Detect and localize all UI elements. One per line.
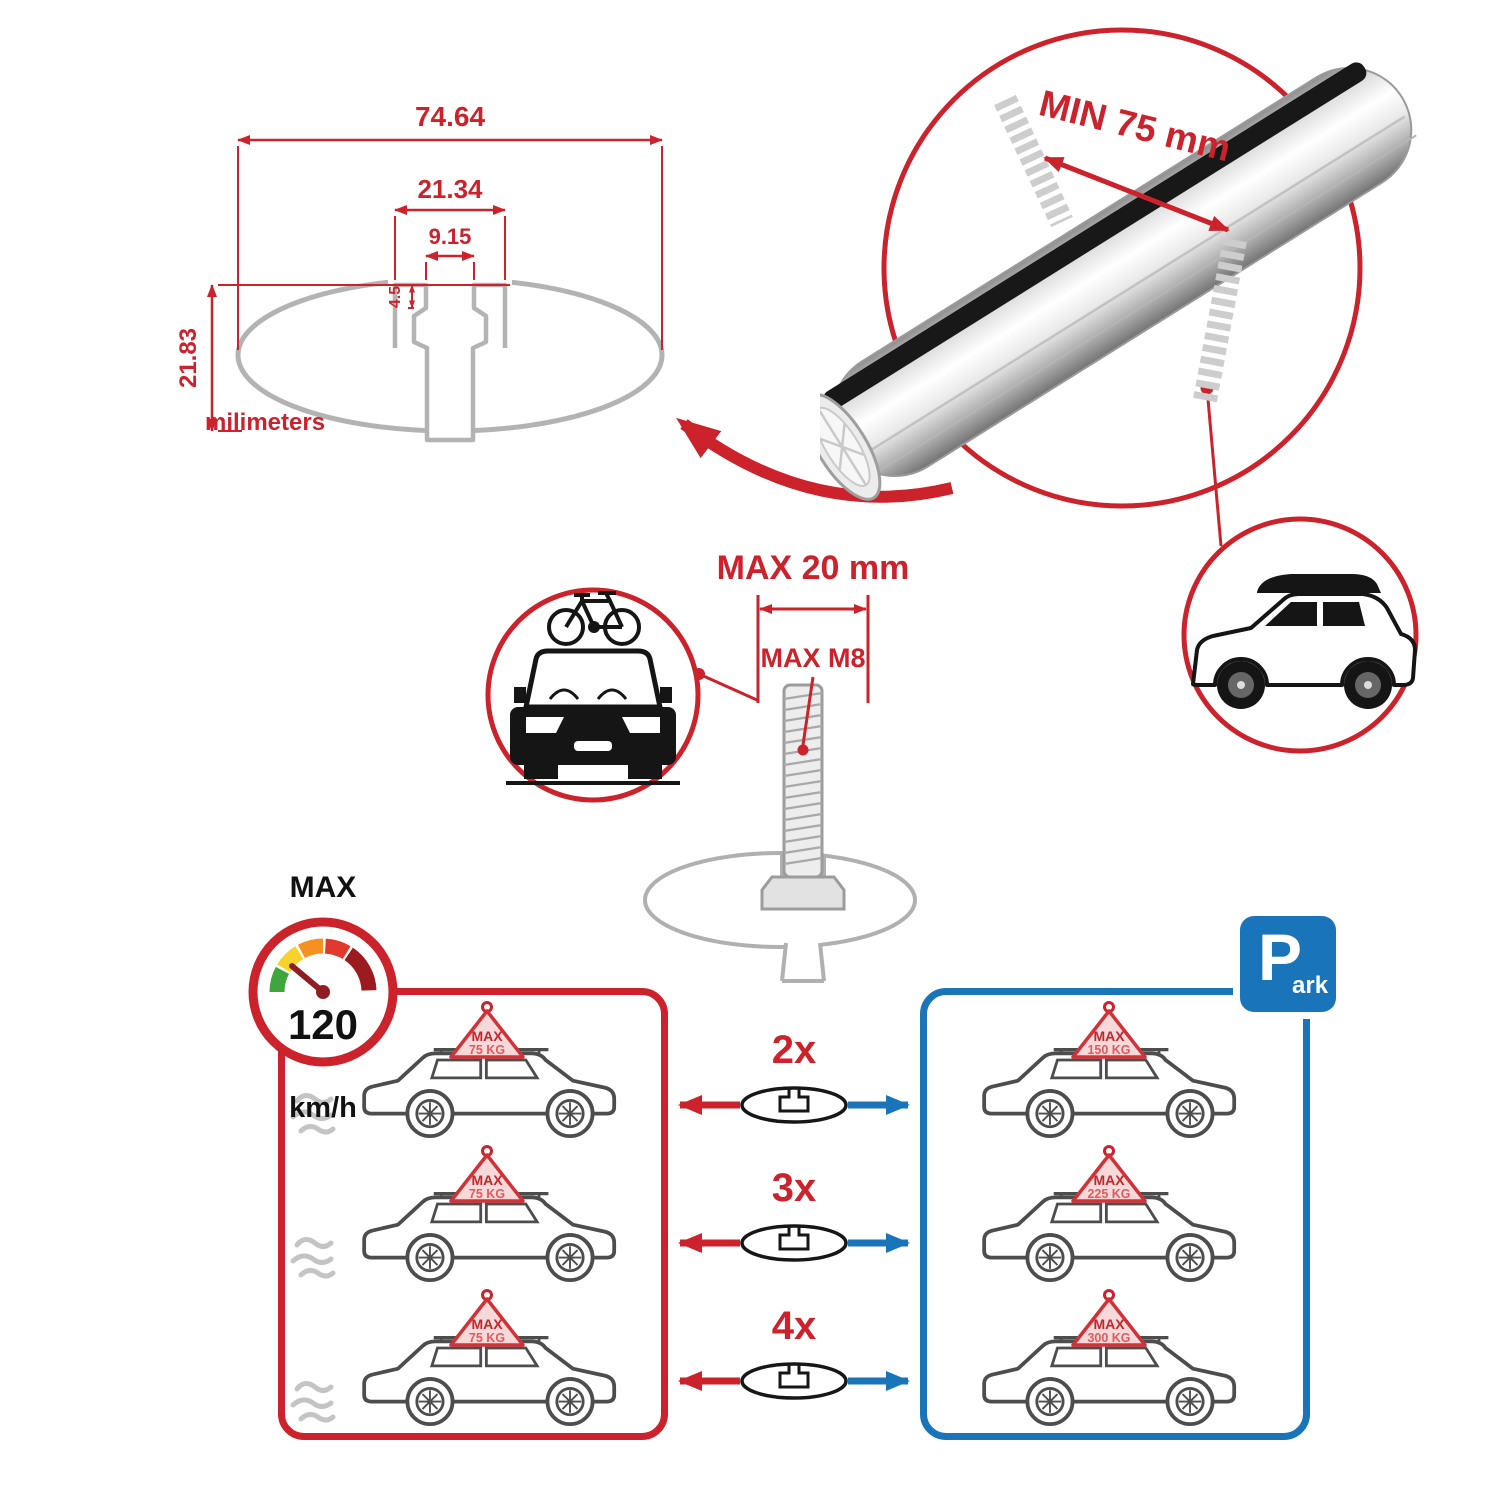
park-sign-letter: P [1258, 920, 1303, 994]
cross-section-diagram: 74.64 21.34 9.15 4.5 21.83 milimeters [175, 101, 665, 443]
crossbar-section-icon [740, 1086, 848, 1124]
bolt-dimension-lines [756, 595, 870, 703]
dimension-lines [207, 135, 663, 432]
bar-count-label: 3x [772, 1166, 817, 1210]
dim-height-label: 21.83 [175, 328, 202, 388]
detail-circle-outline [881, 27, 1363, 509]
smoke-lines-icon [293, 1383, 333, 1420]
car-front-icon [506, 648, 680, 785]
tag-max-label: MAX [471, 1316, 503, 1332]
tag-weight-label: 75 KG [469, 1331, 505, 1345]
driving-car-row: MAX 75 KG [287, 1288, 617, 1427]
bar-count-label: 4x [772, 1304, 817, 1348]
clamp-strap-front-icon [1193, 237, 1247, 403]
tag-max-label: MAX [1093, 1316, 1125, 1332]
suv-roofbox-circle [1181, 516, 1419, 754]
parked-car-row: MAX 300 KG [982, 1288, 1237, 1427]
smoke-lines-icon [293, 1239, 333, 1276]
crossbar-count-column: 2x 3x 4x [678, 1028, 910, 1400]
suv-side-icon [982, 1335, 1237, 1427]
suv-side-icon [982, 1191, 1237, 1283]
bolt-max-width-label: MAX 20 mm [717, 549, 910, 587]
tag-max-label: MAX [1093, 1028, 1125, 1044]
bicycle-icon [547, 591, 641, 646]
suv-side-icon [362, 1191, 617, 1283]
slot-ellipse-ghost-icon [643, 851, 917, 983]
crossbar-detail-circle: MIN 75 mm [820, 27, 1417, 509]
dim-channel-width-label: 21.34 [417, 174, 483, 204]
bar-count-label: 2x [772, 1028, 817, 1072]
bolt-spec-diagram: MAX 20 mm MAX M8 [643, 549, 917, 983]
driving-load-panel: MAX 75 KG MAX 75 KG MAX 75 KG [278, 988, 668, 1440]
car-to-bolt-leader-line [698, 672, 758, 702]
parked-load-panel: MAX 150 KG MAX 225 KG MAX 300 KG [920, 988, 1310, 1440]
bar-to-suv-leader-line [1205, 387, 1223, 547]
t-bolt-icon [760, 683, 846, 911]
tag-weight-label: 225 KG [1087, 1187, 1130, 1201]
suv-roofbox-icon [1191, 574, 1417, 709]
speed-value-label: 120 [288, 1001, 358, 1048]
bolt-leader-line [801, 676, 815, 746]
speed-unit-label: km/h [289, 1092, 357, 1124]
tag-max-label: MAX [471, 1172, 503, 1188]
parked-car-row: MAX 150 KG [982, 1000, 1237, 1139]
tag-weight-label: 75 KG [469, 1043, 505, 1057]
gauge-needle-icon [289, 963, 330, 999]
parked-car-row: MAX 225 KG [982, 1144, 1237, 1283]
crossbar-section-icon [740, 1224, 848, 1262]
crossbar-section-icon [740, 1362, 848, 1400]
suv-side-icon [982, 1047, 1237, 1139]
bolt-thread-label: MAX M8 [760, 643, 865, 673]
tag-max-label: MAX [471, 1028, 503, 1044]
dim-slot-depth-label: 4.5 [387, 286, 404, 308]
speed-gauge: MAX 120 km/h [248, 871, 398, 1124]
bolt-leader-dot [797, 744, 809, 756]
dim-slot-width-label: 9.15 [429, 224, 472, 249]
driving-car-row: MAX 75 KG [287, 1000, 617, 1139]
bar-profile-outline-icon [235, 276, 665, 443]
unit-label: milimeters [205, 409, 325, 436]
dim-total-width-label: 74.64 [415, 101, 485, 132]
bar-to-diagram-arrow [676, 417, 954, 503]
tag-max-label: MAX [1093, 1172, 1125, 1188]
park-sign-suffix: ark [1292, 972, 1329, 999]
tag-weight-label: 75 KG [469, 1187, 505, 1201]
tag-weight-label: 150 KG [1087, 1043, 1130, 1057]
tag-weight-label: 300 KG [1087, 1331, 1130, 1345]
suv-side-icon [362, 1335, 617, 1427]
car-bike-circle [485, 587, 701, 803]
gauge-arc-segments [269, 938, 377, 993]
park-sign: P ark [1240, 916, 1336, 1012]
min-span-arrow [1043, 155, 1230, 233]
speed-max-label: MAX [290, 871, 357, 904]
min-span-label: MIN 75 mm [1035, 82, 1234, 169]
driving-car-row: MAX 75 KG [287, 1144, 617, 1283]
